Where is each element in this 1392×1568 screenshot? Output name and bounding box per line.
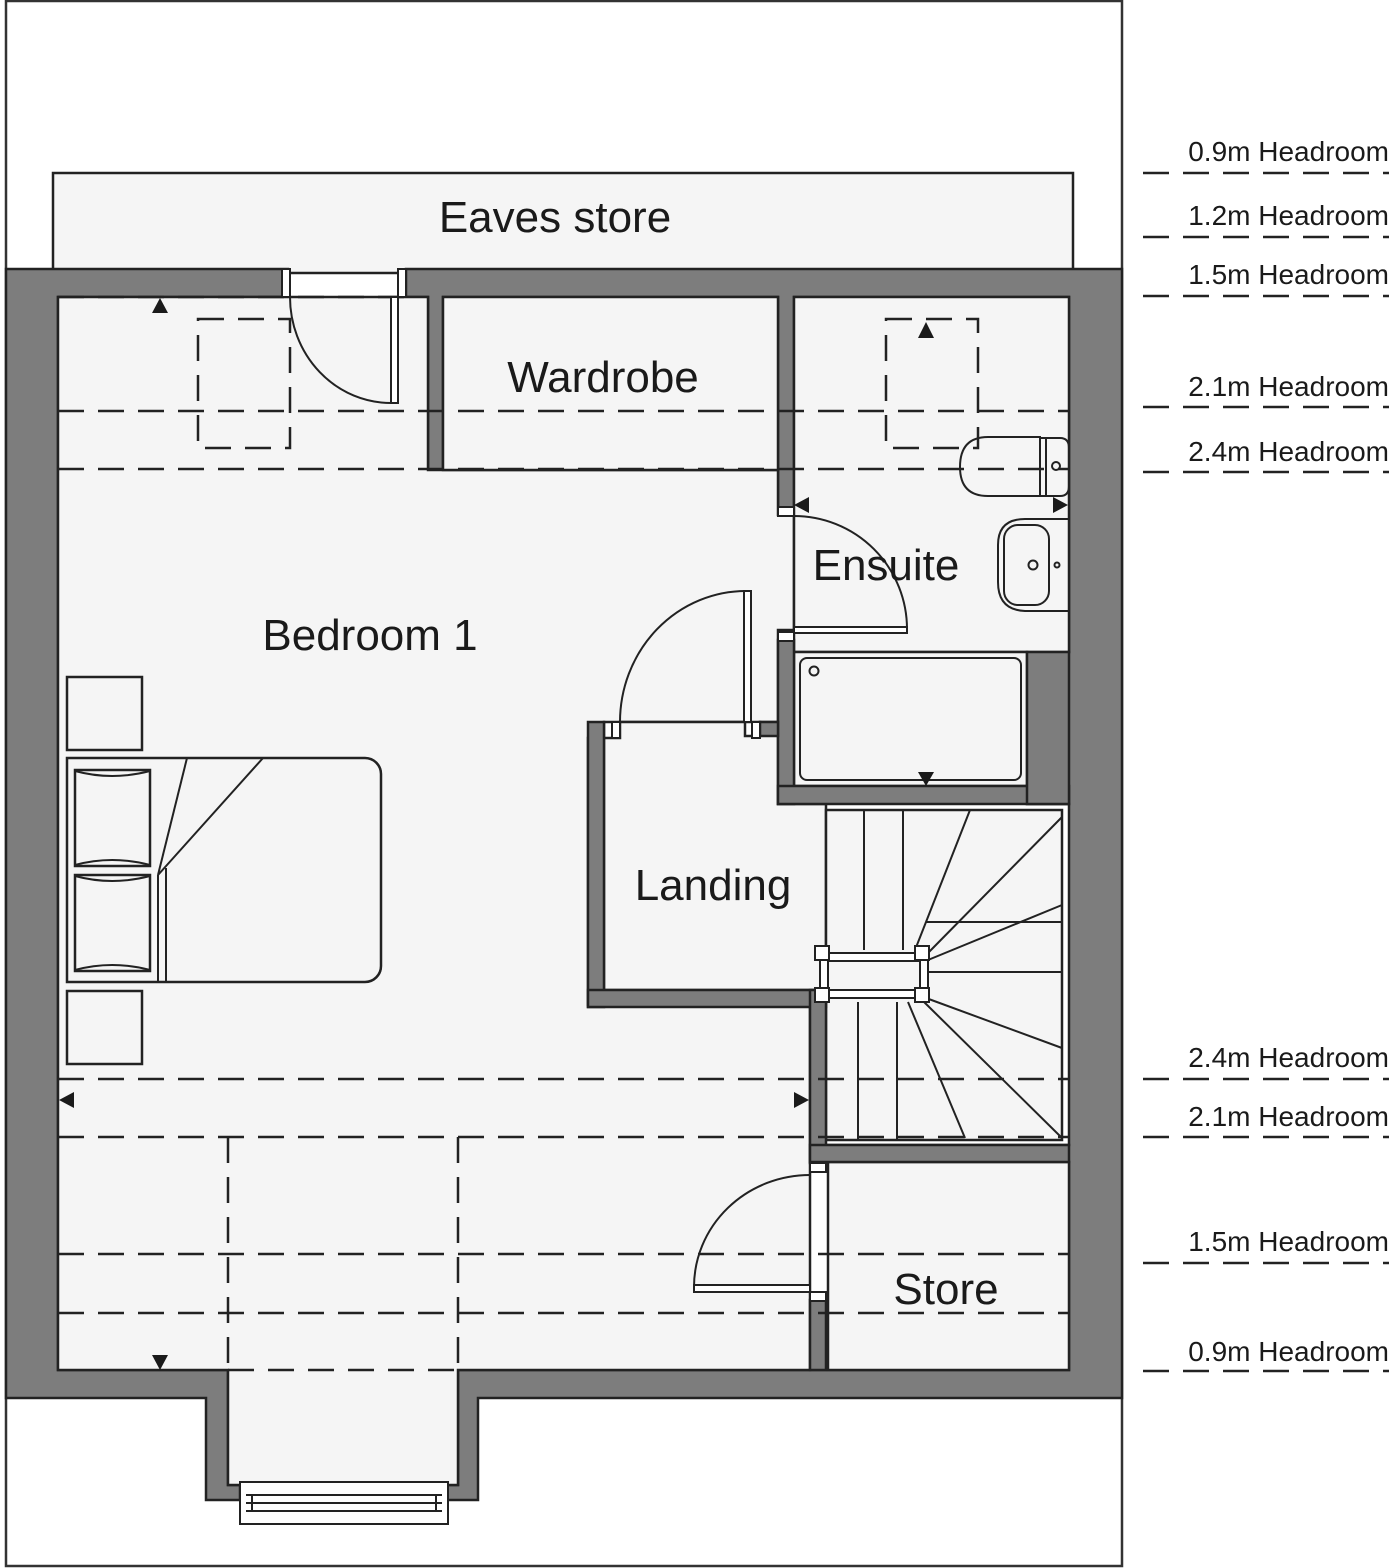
eaves-store-area (51, 171, 1075, 275)
basin-bowl (1003, 524, 1050, 606)
velux-window-ensuite (884, 317, 980, 450)
pillow-curves (74, 770, 151, 971)
store-door-leaf[interactable] (693, 1284, 811, 1293)
bath-tub-icon (799, 657, 1022, 781)
room-label-ensuite: Ensuite (813, 541, 960, 590)
door-jamb (397, 268, 407, 298)
ensuite-floor (792, 295, 1071, 654)
arrow-up-icon (152, 298, 168, 313)
headroom-label: 2.4m Headroom (1188, 1042, 1389, 1073)
headroom-legend-bottom: 2.4m Headroom 2.1m Headroom 1.5m Headroo… (1143, 1042, 1389, 1373)
toilet-icon (958, 436, 1041, 497)
bedside-table-top (65, 675, 144, 752)
bath-wall-bottom (776, 784, 1071, 806)
headroom-label: 1.2m Headroom (1188, 200, 1389, 231)
headroom-label: 2.1m Headroom (1188, 1101, 1389, 1132)
basin-drain-icon (1027, 559, 1039, 571)
headroom-label: 1.5m Headroom (1188, 1226, 1389, 1257)
headroom-label: 1.5m Headroom (1188, 259, 1389, 290)
store-wall-top (808, 1143, 1071, 1164)
ensuite-door-swing (793, 515, 908, 630)
arrow-left-icon (794, 497, 809, 513)
pillow-icon (73, 768, 152, 868)
staircase-icon (814, 809, 1063, 1141)
ensuite-wall-lower (776, 638, 796, 806)
store-wall-lower (808, 1298, 828, 1372)
bath-drain-icon (808, 665, 820, 677)
room-label-landing: Landing (635, 861, 792, 910)
headroom-legend-top: 0.9m Headroom 1.2m Headroom 1.5m Headroo… (1143, 136, 1389, 474)
basin-icon (997, 518, 1069, 612)
room-label-bedroom-1: Bedroom 1 (262, 611, 477, 660)
duvet-fold (157, 757, 264, 876)
arrow-right-icon (794, 1092, 809, 1108)
headroom-label: 2.4m Headroom (1188, 436, 1389, 467)
arrow-down-icon (152, 1355, 168, 1370)
headroom-label: 0.9m Headroom (1188, 136, 1389, 167)
tap-icon (1053, 561, 1061, 569)
wardrobe-area (441, 295, 780, 472)
door-jamb (809, 1162, 827, 1173)
landing-door-leaf[interactable] (743, 590, 752, 723)
landing-wall-left (586, 720, 606, 1009)
velux-window-bedroom (196, 317, 292, 450)
room-label-store: Store (893, 1265, 998, 1314)
eaves-door-leaf[interactable] (390, 296, 399, 404)
eaves-door-swing (289, 296, 392, 404)
headroom-label: 2.1m Headroom (1188, 371, 1389, 402)
door-jamb (777, 631, 795, 642)
flush-button-icon (1051, 461, 1061, 471)
room-label-eaves-store: Eaves store (439, 193, 671, 242)
bedside-table-bottom (65, 989, 144, 1066)
duvet-fold (157, 757, 188, 876)
door-jamb (281, 268, 291, 298)
landing-door-swing (619, 590, 747, 723)
landing-wall-bottom (586, 988, 828, 1009)
arrow-right-icon (1053, 497, 1068, 513)
ensuite-door-leaf[interactable] (793, 626, 908, 634)
pillow-icon (73, 873, 152, 973)
door-jamb (777, 506, 795, 517)
arrow-down-icon (918, 772, 934, 786)
door-jamb (751, 721, 761, 739)
arrow-up-icon (918, 322, 934, 338)
store-door-swing (693, 1174, 811, 1288)
landing-wall-stub (758, 720, 780, 738)
toilet-cistern (1045, 437, 1070, 497)
stairs-area (824, 808, 1064, 1142)
bath-area (792, 650, 1029, 788)
headroom-label: 0.9m Headroom (1188, 1336, 1389, 1367)
door-jamb (809, 1291, 827, 1302)
store-area (826, 1160, 1071, 1372)
arrow-left-icon (59, 1092, 74, 1108)
door-jamb (611, 721, 621, 739)
room-label-wardrobe: Wardrobe (507, 353, 699, 402)
double-bed (65, 756, 383, 984)
bath-wall-right (1025, 650, 1071, 806)
